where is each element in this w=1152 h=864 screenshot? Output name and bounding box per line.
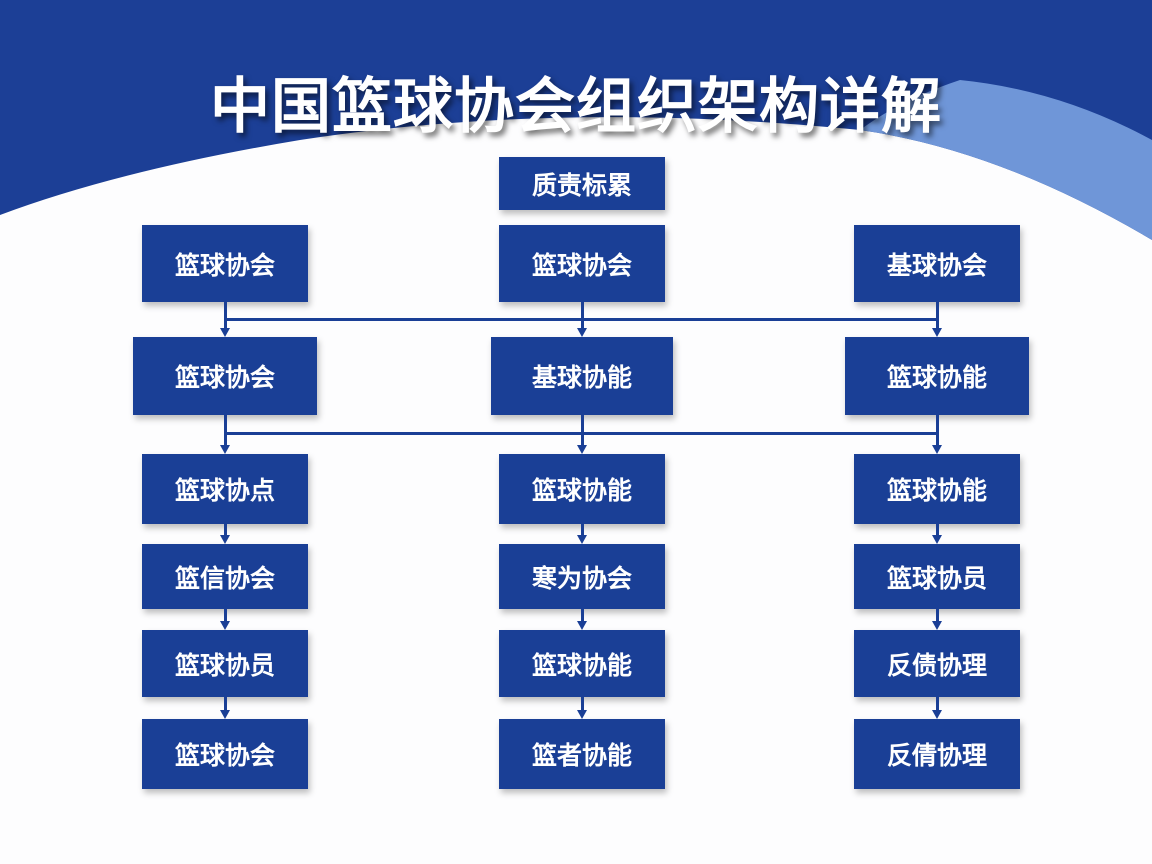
chain-node-3-3: 反债协理 [854,630,1020,697]
connector-col3-chain3 [935,697,939,711]
connector-col3-chain2 [935,609,939,622]
connector-col1-chain2-arrow [220,621,230,630]
connector-col2-chain1-arrow [577,535,587,544]
chain-node-2-3: 篮球协能 [499,630,665,697]
connector-col1-chain3-arrow [220,710,230,719]
connector-col1-l1 [223,302,227,329]
chain-node-3-4: 反倩协理 [854,719,1020,789]
connector-col1-chain1 [223,524,227,536]
connector-col2-chain3-arrow [577,710,587,719]
connector-col1-chain3 [223,697,227,711]
connector-col2-l2 [580,415,584,446]
chain-node-1-3: 篮球协员 [142,630,308,697]
connector-col1-l1-arrow [220,328,230,337]
connector-col3-chain2-arrow [932,621,942,630]
connector-col1-chain1-arrow [220,535,230,544]
connector-col3-l1 [935,302,939,329]
level2-node-3: 篮球协能 [845,337,1029,415]
chain-node-2-1: 篮球协能 [499,454,665,524]
connector-col2-l1 [580,302,584,329]
chain-node-1-1: 篮球协点 [142,454,308,524]
chain-node-3-2: 篮球协员 [854,544,1020,609]
connector-col2-chain1 [580,524,584,536]
connector-col2-chain3 [580,697,584,711]
connector-col1-l2-arrow [220,445,230,454]
connector-col1-l2 [223,415,227,446]
level2-node-1: 篮球协会 [133,337,317,415]
top-node: 质责标累 [499,157,665,210]
connector-col2-chain2-arrow [577,621,587,630]
connector-col3-chain1-arrow [932,535,942,544]
connector-col3-chain1 [935,524,939,536]
connector-col3-l1-arrow [932,328,942,337]
connector-col2-l2-arrow [577,445,587,454]
connector-col2-l1-arrow [577,328,587,337]
level1-node-2: 篮球协会 [499,225,665,302]
connector-col3-l2-arrow [932,445,942,454]
level1-node-3: 基球协会 [854,225,1020,302]
connector-col3-chain3-arrow [932,710,942,719]
chain-node-3-1: 篮球协能 [854,454,1020,524]
chain-node-1-2: 篮信协会 [142,544,308,609]
level1-node-1: 篮球协会 [142,225,308,302]
connector-col2-chain2 [580,609,584,622]
chain-node-2-4: 篮者协能 [499,719,665,789]
chain-node-1-4: 篮球协会 [142,719,308,789]
connector-col3-l2 [935,415,939,446]
chain-node-2-2: 寒为协会 [499,544,665,609]
page-title: 中国篮球协会组织架构详解 [210,72,942,142]
level2-node-2: 基球协能 [491,337,673,415]
connector-col1-chain2 [223,609,227,622]
